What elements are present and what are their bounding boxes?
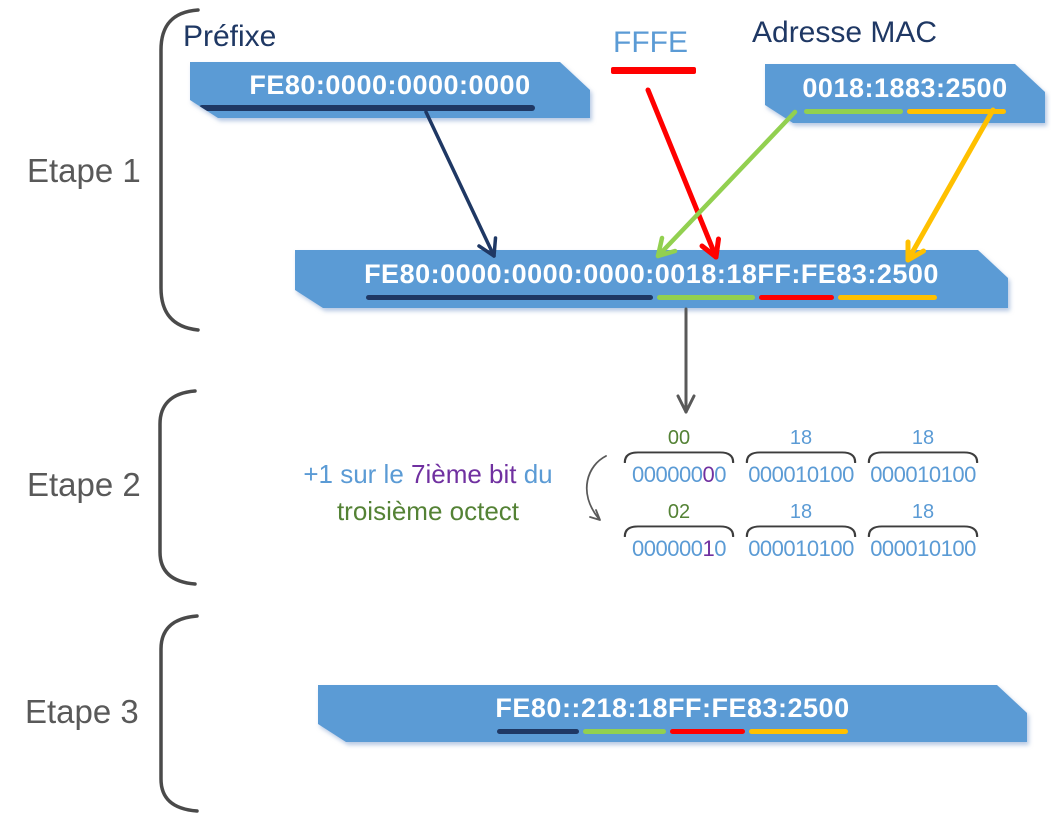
- prefix-banner: FE80:0000:0000:0000: [190, 62, 590, 118]
- binary-bits: 000010100: [870, 536, 976, 561]
- etape3-banner: FE80::218:18FF:FE83:2500: [318, 685, 1027, 742]
- fffe-underline: [611, 67, 696, 74]
- arrow-mac-oui-to-result: [655, 109, 798, 259]
- overbrace-icon: [745, 525, 857, 537]
- mac-value-oui: 0018:18: [802, 73, 905, 103]
- binary-bits: 00000010: [632, 536, 726, 561]
- arrow-fffe-to-result: [645, 87, 721, 260]
- hex-label: 00: [667, 427, 691, 449]
- note-line-2: troisième octect: [336, 496, 520, 526]
- mac-value-nic: 83:2500: [905, 73, 1008, 103]
- arrow-prefix-to-result: [424, 110, 498, 258]
- hex-label: 18: [789, 501, 813, 523]
- hex-label: 18: [911, 501, 935, 523]
- arrow-result-down: [676, 307, 696, 414]
- overbrace-icon: [867, 451, 979, 463]
- binary-group-r1-g3: 18 000010100: [866, 427, 980, 487]
- binary-group-r2-g2: 18 000010100: [744, 501, 858, 561]
- result-part-fffe: FF:FE: [757, 258, 837, 289]
- note-line-1: +1 sur le 7ième bit du: [303, 459, 553, 489]
- result-part-nic: 83:2500: [836, 258, 939, 289]
- prefix-value: FE80:0000:0000:0000: [249, 69, 531, 100]
- hex-label: 18: [911, 427, 935, 449]
- etape3-part-prefix: FE80::: [495, 693, 581, 723]
- mac-banner: 0018:1883:2500: [765, 64, 1045, 123]
- hex-label: 02: [667, 501, 691, 523]
- result-part-oui: 0018:18: [654, 258, 758, 289]
- step-label-1: Etape 1: [27, 152, 141, 189]
- binary-bits: 000010100: [870, 462, 976, 487]
- etape3-part-nic: 83:2500: [747, 693, 850, 723]
- binary-group-r2-g3: 18 000010100: [866, 501, 980, 561]
- overbrace-icon: [867, 525, 979, 537]
- result-banner: FE80:0000:0000:0000:0018:18FF:FE83:2500: [295, 250, 1008, 308]
- hex-label: 18: [789, 427, 813, 449]
- step-label-2: Etape 2: [27, 466, 141, 503]
- binary-group-r1-g2: 18 000010100: [744, 427, 858, 487]
- mac-heading: Adresse MAC: [752, 16, 938, 49]
- overbrace-icon: [745, 451, 857, 463]
- arrow-note-curve: [585, 455, 607, 521]
- overbrace-icon: [623, 451, 735, 463]
- binary-bits: 000010100: [748, 536, 854, 561]
- arrow-mac-nic-to-result: [905, 107, 996, 263]
- step-label-3: Etape 3: [25, 693, 139, 730]
- note-text: +1 sur le 7ième bit du troisième octect: [272, 456, 584, 530]
- prefix-heading: Préfixe: [183, 20, 277, 53]
- fffe-label: FFFE: [613, 26, 688, 59]
- overbrace-icon: [623, 525, 735, 537]
- etape3-part-oui: 218:18: [580, 693, 669, 723]
- binary-bits: 00000000: [632, 462, 726, 487]
- step-bracket-1: [159, 8, 200, 332]
- binary-group-r1-g1: 00 00000000: [622, 427, 736, 487]
- binary-bits: 000010100: [748, 462, 854, 487]
- step-bracket-2: [158, 389, 197, 586]
- binary-group-r2-g1: 02 00000010: [622, 501, 736, 561]
- step-bracket-3: [159, 614, 199, 813]
- result-part-prefix: FE80:0000:0000:0000:: [364, 258, 655, 289]
- etape3-part-fffe: FF:FE: [668, 693, 747, 723]
